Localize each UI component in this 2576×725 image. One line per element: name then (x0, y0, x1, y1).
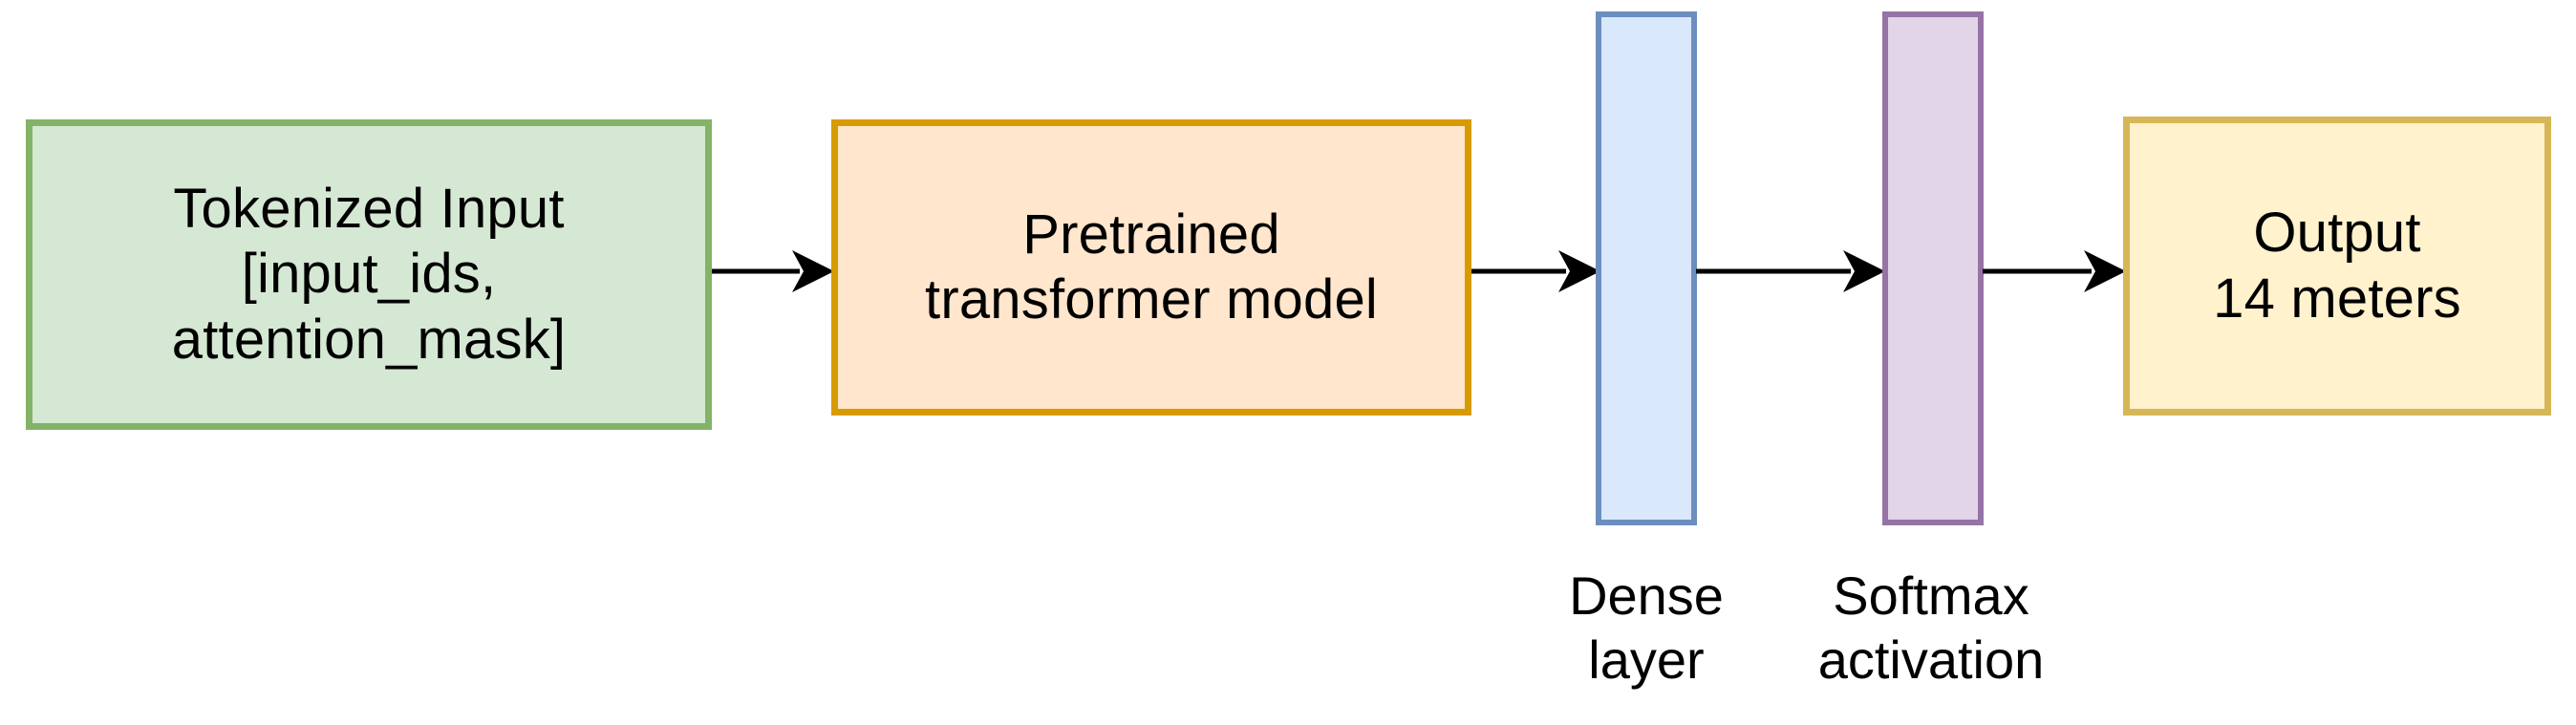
arrow-softmax-to-output (1983, 246, 2126, 296)
node-dense-layer[interactable] (1596, 11, 1697, 525)
node-softmax-activation[interactable] (1882, 11, 1984, 525)
node-output[interactable]: Output 14 meters (2123, 117, 2551, 416)
arrow-input-to-model (712, 246, 834, 296)
arrow-dense-to-softmax (1696, 246, 1885, 296)
node-softmax-activation-caption: Softmax activation (1817, 565, 2045, 691)
arrow-model-to-dense (1471, 246, 1600, 296)
node-tokenized-input[interactable]: Tokenized Input [input_ids, attention_ma… (26, 119, 712, 430)
node-pretrained-transformer-model[interactable]: Pretrained transformer model (831, 119, 1471, 416)
node-dense-layer-caption: Dense layer (1569, 565, 1724, 691)
